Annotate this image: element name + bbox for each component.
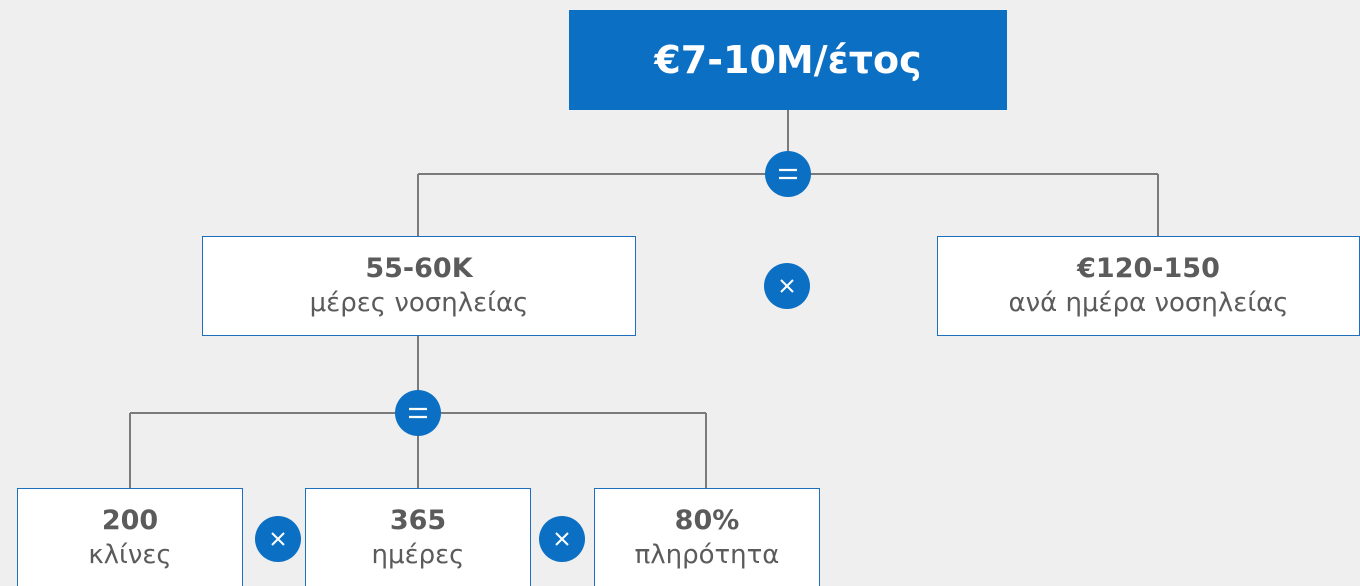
level1-left-node: 55-60K μέρες νοσηλείας	[202, 236, 636, 336]
times-icon-glyph	[555, 532, 569, 546]
times-icon	[764, 263, 810, 309]
times-icon-glyph	[271, 532, 285, 546]
times-icon	[539, 516, 585, 562]
level2-node-1-label: κλίνες	[88, 540, 172, 570]
level2-node-2: 365 ημέρες	[305, 488, 531, 586]
root-value: €7-10M/έτος	[654, 38, 922, 82]
level2-node-1-value: 200	[101, 505, 159, 536]
equals-icon	[765, 151, 811, 197]
level1-right-node: €120-150 ανά ημέρα νοσηλείας	[937, 236, 1360, 336]
level2-node-2-label: ημέρες	[371, 540, 465, 570]
root-node: €7-10M/έτος	[569, 10, 1007, 110]
times-icon-glyph	[780, 279, 794, 293]
level1-right-value: €120-150	[1077, 253, 1220, 284]
level2-node-3: 80% πληρότητα	[594, 488, 820, 586]
equals-icon	[395, 390, 441, 436]
level2-node-3-value: 80%	[674, 505, 740, 536]
level1-left-value: 55-60K	[365, 253, 473, 284]
level2-node-1: 200 κλίνες	[17, 488, 243, 586]
level2-node-2-value: 365	[389, 505, 447, 536]
level2-node-3-label: πληρότητα	[634, 540, 780, 570]
times-icon	[255, 516, 301, 562]
equals-icon-glyph	[409, 407, 427, 419]
level1-right-label: ανά ημέρα νοσηλείας	[1008, 288, 1289, 318]
equals-icon-glyph	[779, 168, 797, 180]
level1-left-label: μέρες νοσηλείας	[309, 288, 529, 318]
